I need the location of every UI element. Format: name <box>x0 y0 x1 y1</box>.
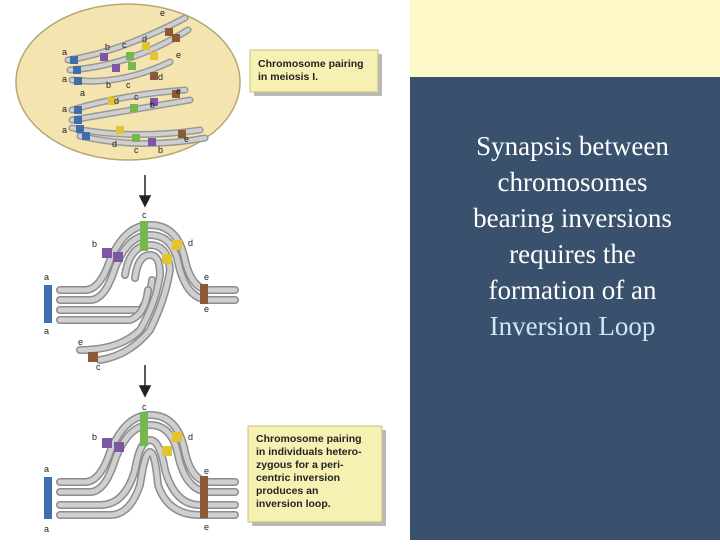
gene-label-a: a <box>62 74 67 84</box>
gene-label-d: d <box>188 432 193 442</box>
caption-box-top: Chromosome pairing in meiosis I. <box>249 49 382 96</box>
gene-label-e: e <box>176 86 181 96</box>
gene-label-a: a <box>62 104 67 114</box>
arrow-down-1 <box>138 175 152 208</box>
slide-title: Synapsis between chromosomes bearing inv… <box>430 128 715 344</box>
gene-label-c: c <box>142 402 147 412</box>
gene-label-e: e <box>160 8 165 18</box>
caption-bottom-line-4: centric inversion <box>256 472 340 484</box>
gene-label-e: e <box>204 522 209 532</box>
gene-label-b: b <box>92 432 97 442</box>
gene-label-e: e <box>204 272 209 282</box>
gene-label-b: b <box>105 42 110 52</box>
figure-panel: a a b c d e e b c d a a a d c b e d c b … <box>15 3 386 534</box>
gene-label-e: e <box>204 304 209 314</box>
top-gene-labels: a a b c d e e b c d a a a d c b e d c b … <box>62 8 189 155</box>
caption-bottom-line-6: inversion loop. <box>256 498 331 510</box>
gene-label-c: c <box>96 362 101 372</box>
gene-label-b: b <box>150 100 155 110</box>
title-line-1: Synapsis between <box>476 131 669 161</box>
inversion-loop-bottom <box>56 410 239 519</box>
gene-label-e: e <box>204 466 209 476</box>
gene-label-b: b <box>158 145 163 155</box>
gene-label-c: c <box>134 92 139 102</box>
caption-top-line-2: in meiosis I. <box>258 71 318 83</box>
inversion-loop-middle <box>56 220 239 364</box>
gene-label-c: c <box>126 80 131 90</box>
gene-label-a: a <box>44 272 49 282</box>
caption-top-line-1: Chromosome pairing <box>258 58 364 70</box>
gene-label-d: d <box>188 238 193 248</box>
caption-bottom-line-2: in individuals hetero- <box>256 446 362 458</box>
arrow-down-2 <box>138 365 152 398</box>
title-line-3: bearing inversions <box>473 203 672 233</box>
gene-label-e: e <box>184 134 189 144</box>
top-accent-band <box>410 0 720 77</box>
title-line-6: Inversion Loop <box>489 311 656 341</box>
gene-label-a: a <box>80 88 85 98</box>
gene-label-a: a <box>44 464 49 474</box>
middle-gene-labels: a a b c d e e e c <box>44 210 209 372</box>
gene-label-a: a <box>44 326 49 336</box>
title-line-4: requires the <box>509 239 636 269</box>
gene-label-e: e <box>176 50 181 60</box>
bottom-bands <box>44 412 208 519</box>
gene-label-c: c <box>142 210 147 220</box>
gene-label-d: d <box>112 139 117 149</box>
top-bands <box>70 28 186 146</box>
bottom-gene-labels: a a b c d e e <box>44 402 209 534</box>
gene-label-b: b <box>92 239 97 249</box>
gene-label-d: d <box>114 96 119 106</box>
title-line-2: chromosomes <box>497 167 648 197</box>
gene-label-d: d <box>158 72 163 82</box>
gene-label-a: a <box>44 524 49 534</box>
caption-bottom-line-5: produces an <box>256 485 318 497</box>
gene-label-d: d <box>142 34 147 44</box>
gene-label-c: c <box>134 145 139 155</box>
title-line-5: formation of an <box>488 275 657 305</box>
caption-box-bottom: Chromosome pairing in individuals hetero… <box>247 425 386 526</box>
gene-label-a: a <box>62 47 67 57</box>
gene-label-c: c <box>122 40 127 50</box>
middle-bands <box>44 221 208 362</box>
caption-bottom-line-3: zygous for a peri- <box>256 459 344 471</box>
title-panel <box>410 77 720 540</box>
gene-label-b: b <box>106 80 111 90</box>
gene-label-e: e <box>78 337 83 347</box>
inversion-loop-figure: a a b c d e e b c d a a a d c b e d c b … <box>15 3 386 534</box>
caption-bottom-line-1: Chromosome pairing <box>256 433 362 445</box>
gene-label-a: a <box>62 125 67 135</box>
